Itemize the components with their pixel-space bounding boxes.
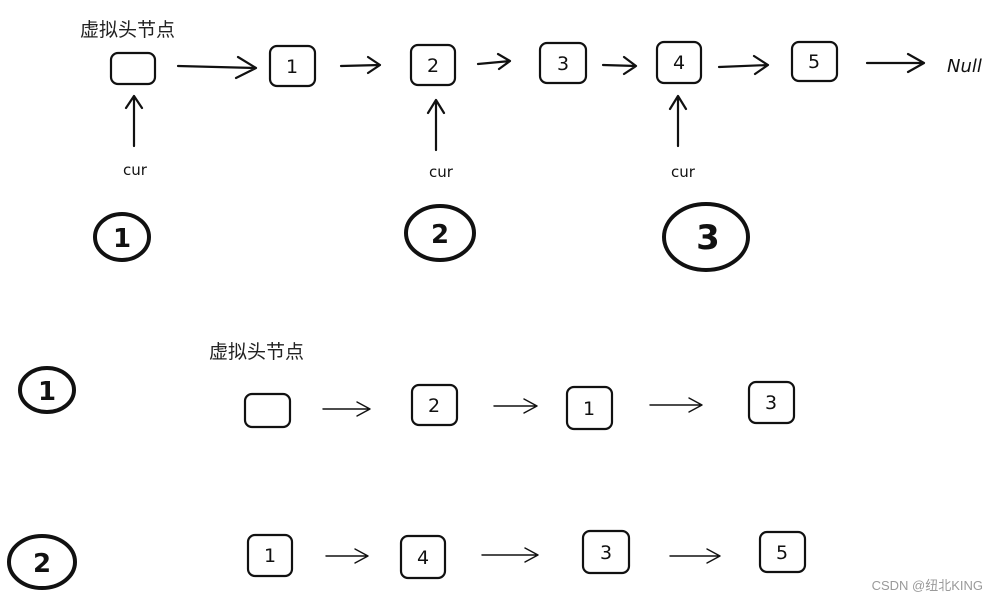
step-marker-2: 2 [404, 204, 476, 262]
node-value: 3 [600, 542, 612, 564]
dummy-head-node [109, 51, 157, 86]
list-node: 4 [399, 534, 447, 580]
list-node: 3 [747, 380, 796, 425]
list-node-3: 3 [538, 41, 588, 85]
list-node-5: 5 [790, 40, 839, 83]
list-node-4: 4 [655, 40, 703, 85]
step-number: 1 [113, 224, 131, 254]
null-terminal: Null [947, 56, 982, 77]
arrow [481, 547, 539, 563]
list-node: 1 [246, 533, 294, 578]
list-node: 5 [758, 530, 807, 574]
list-node-2: 2 [409, 43, 457, 87]
watermark: CSDN @纽北KING [872, 578, 983, 593]
cur-pointer: cur [123, 94, 148, 179]
step-marker-result-2: 2 [7, 534, 77, 590]
node-value: 5 [808, 51, 820, 73]
arrow [339, 55, 382, 75]
list-node-1: 1 [268, 44, 317, 88]
arrow [865, 52, 926, 74]
node-value: 2 [427, 55, 439, 77]
arrow [601, 55, 638, 76]
arrow [476, 52, 512, 71]
svg-text:cur: cur [123, 161, 148, 179]
node-value: 4 [417, 547, 429, 569]
list-node: 3 [581, 529, 631, 575]
arrow [649, 397, 703, 413]
node-value: 5 [776, 542, 788, 564]
cur-pointers: cur cur cur [123, 94, 696, 181]
node-value: 2 [428, 395, 440, 417]
node-value: 4 [673, 52, 685, 74]
step-number: 2 [33, 549, 51, 579]
arrow [322, 401, 371, 417]
dummy-head-node [243, 392, 292, 429]
node-value: 1 [286, 56, 298, 78]
step-marker-result-1: 1 [18, 366, 76, 414]
arrow [669, 548, 721, 564]
arrow [717, 54, 770, 76]
step-number: 3 [696, 218, 720, 258]
svg-text:cur: cur [429, 163, 454, 181]
cur-pointer: cur [426, 98, 454, 181]
step-markers: 1 2 3 [93, 202, 750, 272]
node-value: 3 [765, 392, 777, 414]
arrow [493, 398, 538, 414]
arrow [325, 548, 369, 564]
step-number: 2 [431, 220, 449, 250]
result-step-2: 2 1 4 3 5 [7, 529, 807, 590]
list-node: 1 [565, 385, 614, 431]
svg-text:cur: cur [671, 163, 696, 181]
dummy-head-label: 虚拟头节点 [209, 341, 304, 363]
step-number: 1 [38, 377, 56, 407]
step-marker-3: 3 [662, 202, 750, 272]
list-node: 2 [410, 383, 459, 427]
result-step-1: 1 虚拟头节点 2 1 3 [18, 341, 796, 431]
node-value: 1 [583, 398, 595, 420]
step-marker-1: 1 [93, 212, 151, 262]
dummy-head-label: 虚拟头节点 [80, 19, 175, 41]
node-value: 1 [264, 545, 276, 567]
original-list: 虚拟头节点 1 2 3 4 5 [80, 19, 982, 88]
cur-pointer: cur [668, 94, 696, 181]
arrow [176, 55, 258, 80]
node-value: 3 [557, 53, 569, 75]
